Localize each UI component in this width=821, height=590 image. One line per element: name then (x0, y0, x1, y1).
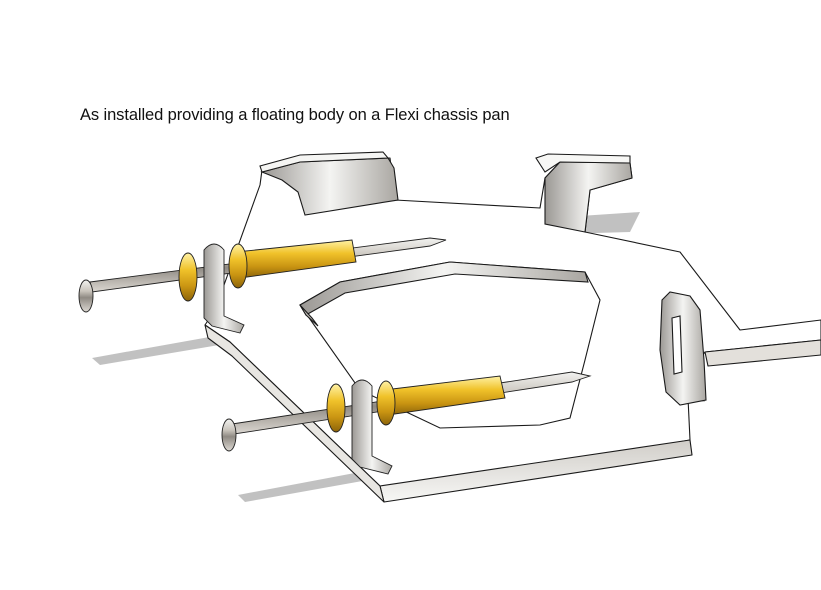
front-brass-collar-a (326, 383, 346, 433)
rear-brass-collar-a (178, 252, 198, 302)
front-bracket (351, 379, 393, 475)
front-mount-pin (221, 371, 592, 475)
rear-mount-pin (78, 237, 447, 334)
pan-side-edge (204, 324, 385, 503)
rear-bracket (203, 243, 245, 334)
front-pin-head-icon (221, 418, 237, 452)
front-brass-collar-b (376, 380, 396, 426)
caption-text: As installed providing a floating body o… (80, 106, 510, 124)
side-mount-post (659, 291, 707, 406)
rear-pin-head-icon (78, 279, 94, 313)
rear-brass-collar-b (228, 243, 248, 289)
body-mount-tabs (259, 151, 707, 406)
arm-edge (704, 339, 821, 367)
